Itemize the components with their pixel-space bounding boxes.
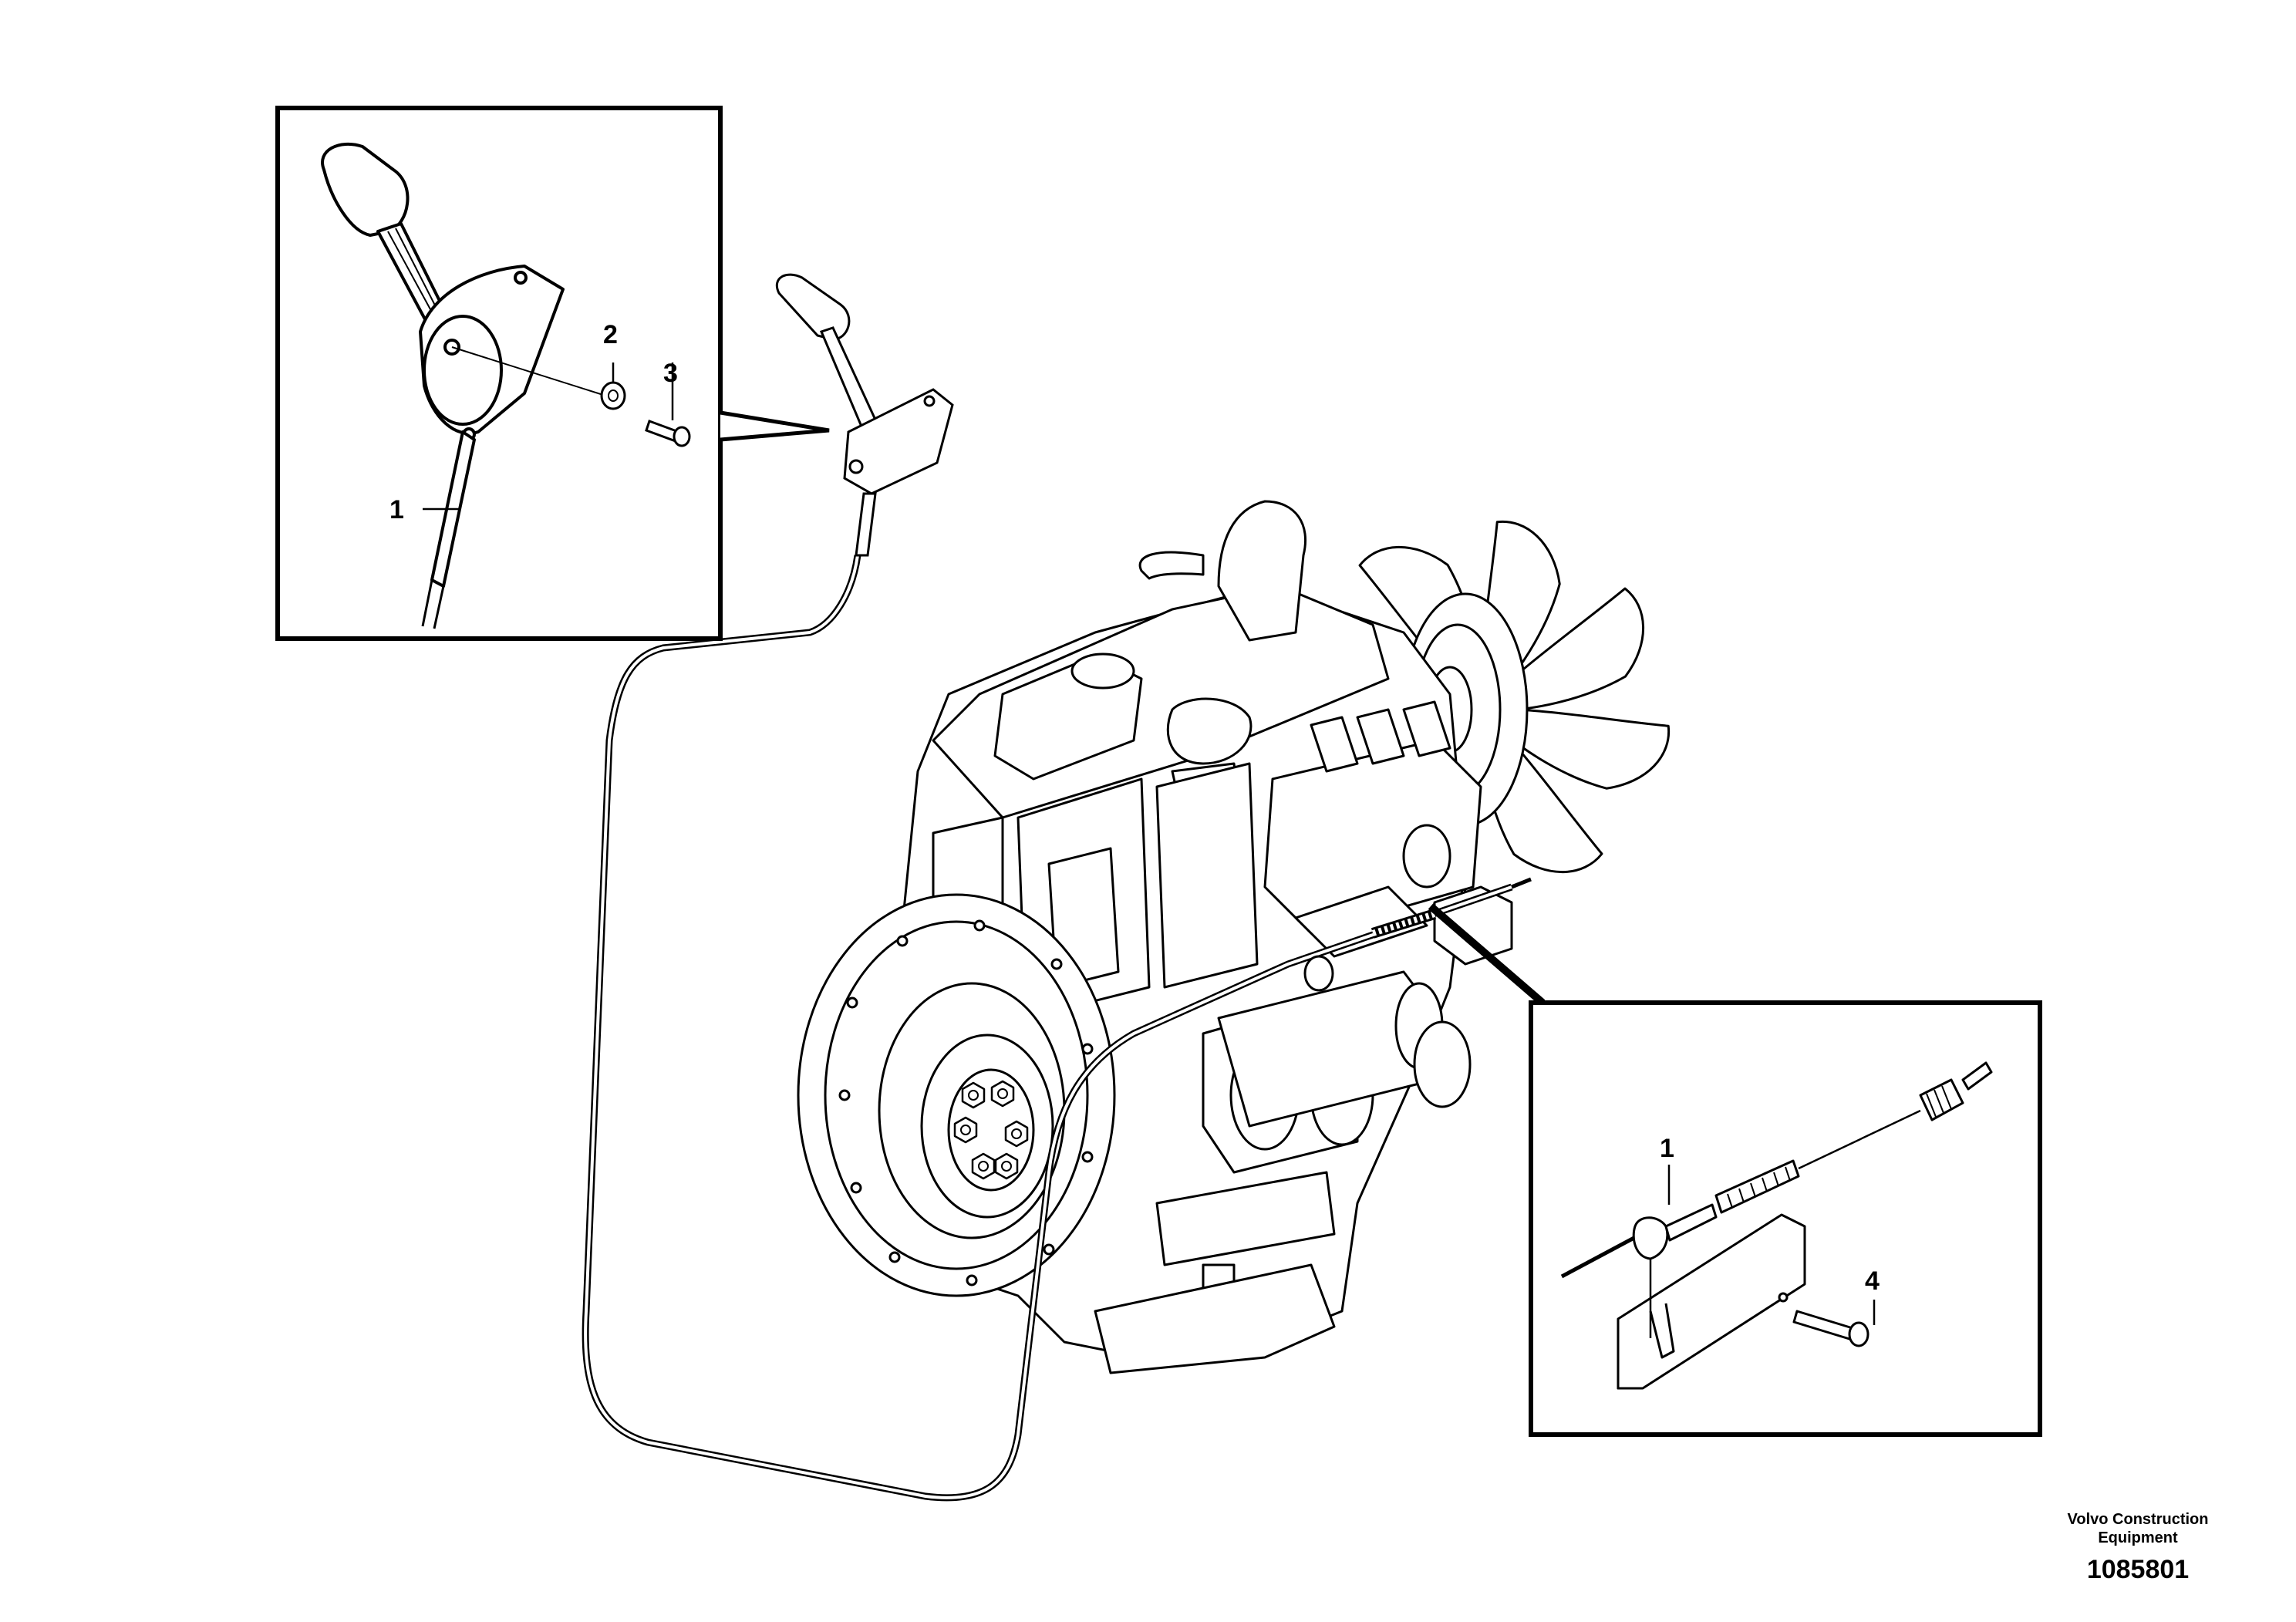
flywheel: [797, 893, 1116, 1297]
inset-pointer-left: [720, 410, 830, 442]
inset-cable-end-detail: 1 4: [1428, 903, 2042, 1437]
cable-ferrule: [1632, 1216, 1669, 1260]
inset-lever-detail: 1 2 3: [275, 106, 830, 641]
bracket-screw-part: [1792, 1310, 1870, 1347]
throttle-lever-main: [775, 273, 954, 557]
callout-label-bracket-screw: 4: [1865, 1266, 1880, 1296]
callout-label-lever-screw: 3: [663, 359, 678, 388]
callout-label-washer: 2: [603, 320, 618, 349]
engine-assembly: [797, 500, 1685, 1374]
callout-label-cable-left: 1: [389, 495, 404, 524]
throttle-cable-main: [582, 555, 1532, 1502]
cable-bracket-on-engine: [1294, 885, 1428, 958]
inset-frame-right: [1529, 1000, 2042, 1437]
lever-screw-part: [645, 420, 691, 447]
document-number: 1085801: [2086, 1555, 2190, 1584]
lever-housing: [419, 265, 565, 435]
intake-pipe: [1217, 500, 1307, 642]
cable-threaded-sleeve: [1714, 1159, 1800, 1214]
inset-pointer-right: [1428, 903, 1546, 1006]
cable-end-fitting: [1919, 1078, 1964, 1121]
callout-label-cable-right: 1: [1660, 1134, 1674, 1163]
company-name: Volvo Construction Equipment: [2067, 1511, 2209, 1546]
document-stamp: Volvo Construction Equipment 1085801: [2038, 1510, 2238, 1585]
lever-knob: [321, 142, 410, 237]
